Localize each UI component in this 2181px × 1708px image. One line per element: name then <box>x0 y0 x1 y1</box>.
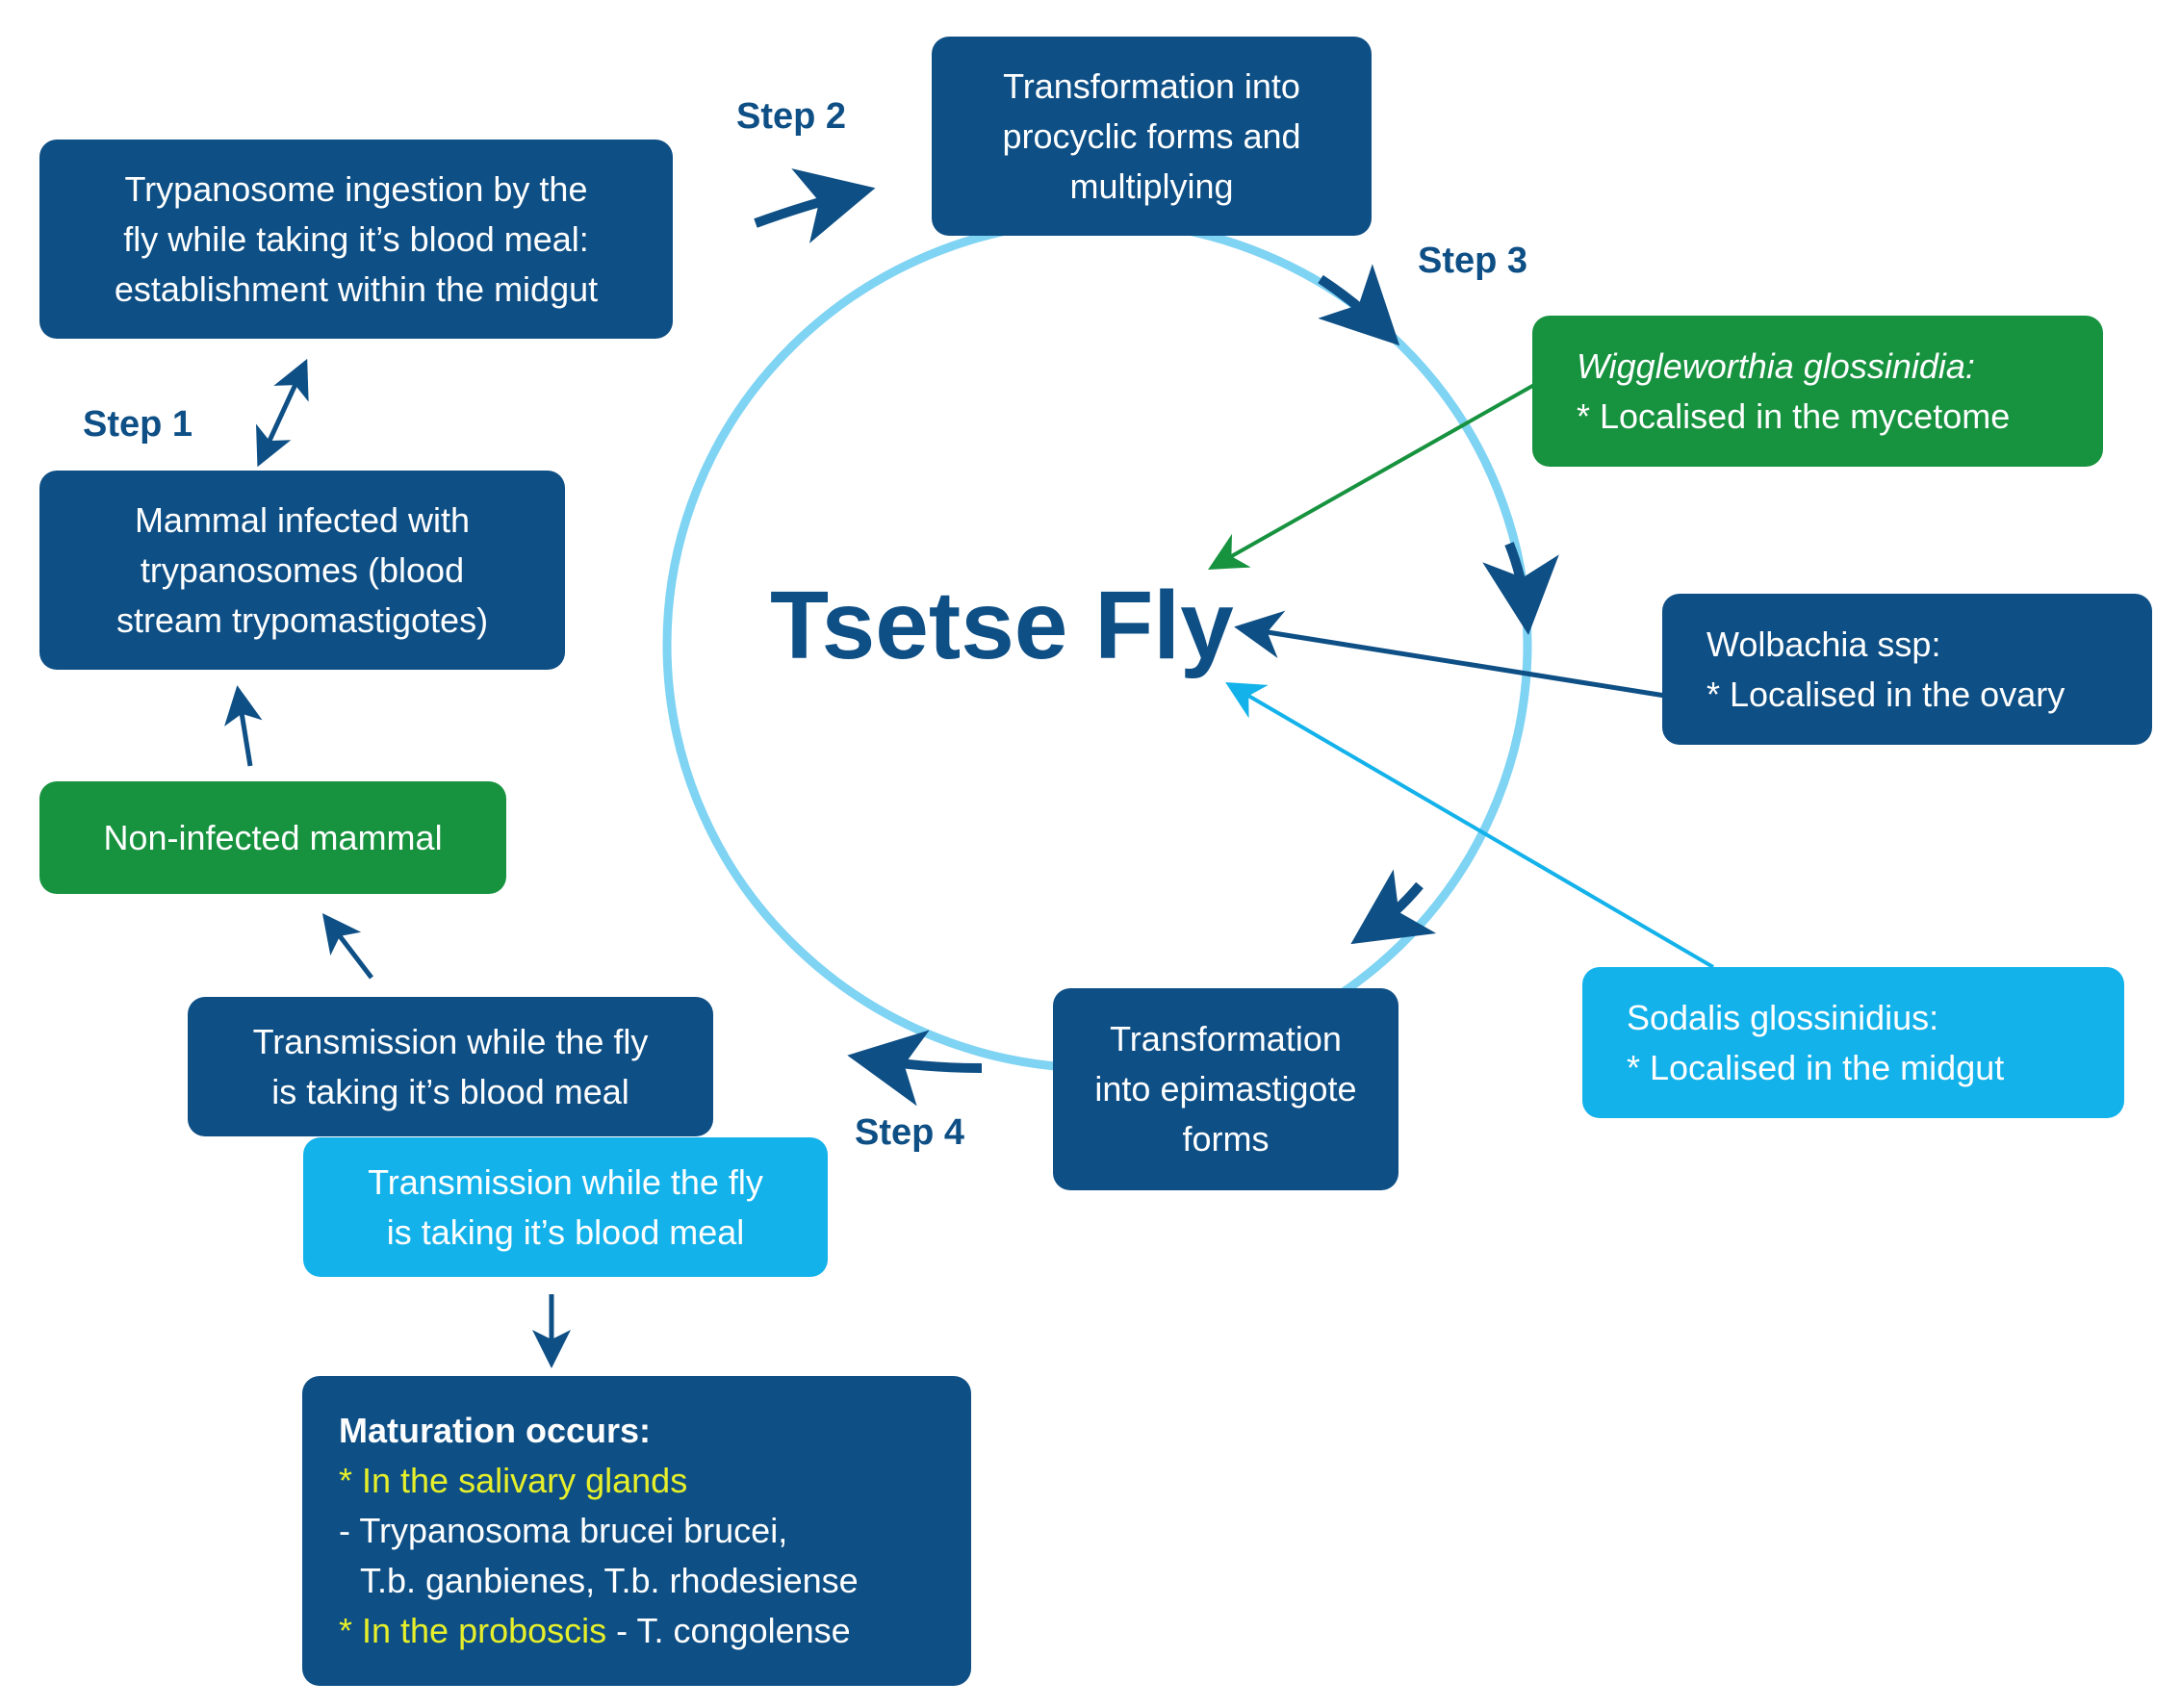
maturation-proboscis-line: * In the proboscis - T. congolense <box>339 1606 851 1656</box>
non-infected-label: Non-infected mammal <box>103 817 443 857</box>
transmission-light-box: Transmission while the fly is taking it’… <box>303 1137 828 1277</box>
transmission-light-line-1: Transmission while the fly <box>368 1161 763 1202</box>
cycle-arrow-step4 <box>847 1030 983 1107</box>
ingestion-line-3: establishment within the midgut <box>114 268 599 309</box>
ingestion-line-2: fly while taking it’s blood meal: <box>123 218 589 259</box>
arrow-transmission-to-noninfected <box>321 913 373 980</box>
transmission-light-line-2: is taking it’s blood meal <box>386 1211 745 1252</box>
epimastigote-line-3: forms <box>1182 1119 1270 1159</box>
maturation-box: Maturation occurs: * In the salivary gla… <box>302 1376 971 1686</box>
wolbachia-name: Wolbachia ssp: <box>1706 624 1941 664</box>
maturation-heading: Maturation occurs: <box>339 1411 652 1450</box>
cycle-arrow-lower-right <box>1350 869 1437 945</box>
sodalis-box: Sodalis glossinidius: * Localised in the… <box>1582 967 2124 1118</box>
procyclic-transformation-box: Transformation into procyclic forms and … <box>932 37 1372 236</box>
sodalis-name: Sodalis glossinidius: <box>1627 997 1939 1037</box>
non-infected-mammal-box: Non-infected mammal <box>39 781 506 894</box>
ingestion-line-1: Trypanosome ingestion by the <box>124 168 588 209</box>
maturation-salivary: * In the salivary glands <box>339 1461 688 1500</box>
sodalis-detail: * Localised in the midgut <box>1627 1047 2005 1087</box>
procyclic-line-2: procyclic forms and <box>1002 115 1301 156</box>
wigglesworthia-box: Wiggleworthia glossinidia: * Localised i… <box>1532 316 2103 467</box>
cycle-arrow-step3 <box>1318 264 1400 346</box>
infected-line-3: stream trypomastigotes) <box>115 599 489 640</box>
step-2-label: Step 2 <box>736 96 847 137</box>
arrow-wigglesworthia-to-title <box>1208 383 1535 570</box>
epimastigote-line-2: into epimastigote <box>1094 1069 1357 1109</box>
transmission-dark-line-1: Transmission while the fly <box>252 1021 649 1061</box>
maturation-species-1: - Trypanosoma brucei brucei, <box>339 1511 788 1550</box>
procyclic-line-3: multiplying <box>1069 166 1234 206</box>
epimastigote-transformation-box: Transformation into epimastigote forms <box>1053 988 1398 1190</box>
diagram-title: Tsetse Fly <box>770 572 1234 679</box>
transmission-dark-box: Transmission while the fly is taking it’… <box>188 997 713 1136</box>
cycle-arrow-right <box>1482 542 1559 635</box>
transmission-dark-line-2: is taking it’s blood meal <box>271 1071 629 1111</box>
arrow-sodalis-to-title <box>1225 681 1715 969</box>
wolbachia-box: Wolbachia ssp: * Localised in the ovary <box>1662 594 2152 745</box>
wolbachia-detail: * Localised in the ovary <box>1706 674 2066 714</box>
maturation-proboscis: * In the proboscis <box>339 1611 607 1650</box>
maturation-proboscis-species: - T. congolense <box>606 1611 851 1650</box>
arrow-wolbachia-to-title <box>1234 610 1666 699</box>
step-3-label: Step 3 <box>1418 241 1528 281</box>
maturation-species-2: T.b. ganbienes, T.b. rhodesiense <box>360 1561 859 1600</box>
arrow-noninfected-to-infected <box>224 685 263 767</box>
wigglesworthia-name: Wiggleworthia glossinidia: <box>1577 345 1975 386</box>
infected-line-1: Mammal infected with <box>134 499 471 540</box>
procyclic-line-1: Transformation into <box>1003 65 1300 106</box>
infected-mammal-box: Mammal infected with trypanosomes (blood… <box>39 471 565 670</box>
step-1-label: Step 1 <box>83 404 193 445</box>
arrow-step1-bidirectional <box>256 358 309 468</box>
step-4-label: Step 4 <box>855 1112 965 1153</box>
infected-line-2: trypanosomes (blood <box>140 549 465 590</box>
ingestion-box: Trypanosome ingestion by the fly while t… <box>39 140 673 339</box>
cycle-arrow-step2 <box>754 168 876 243</box>
epimastigote-line-1: Transformation <box>1110 1019 1342 1058</box>
wigglesworthia-detail: * Localised in the mycetome <box>1577 395 2011 436</box>
